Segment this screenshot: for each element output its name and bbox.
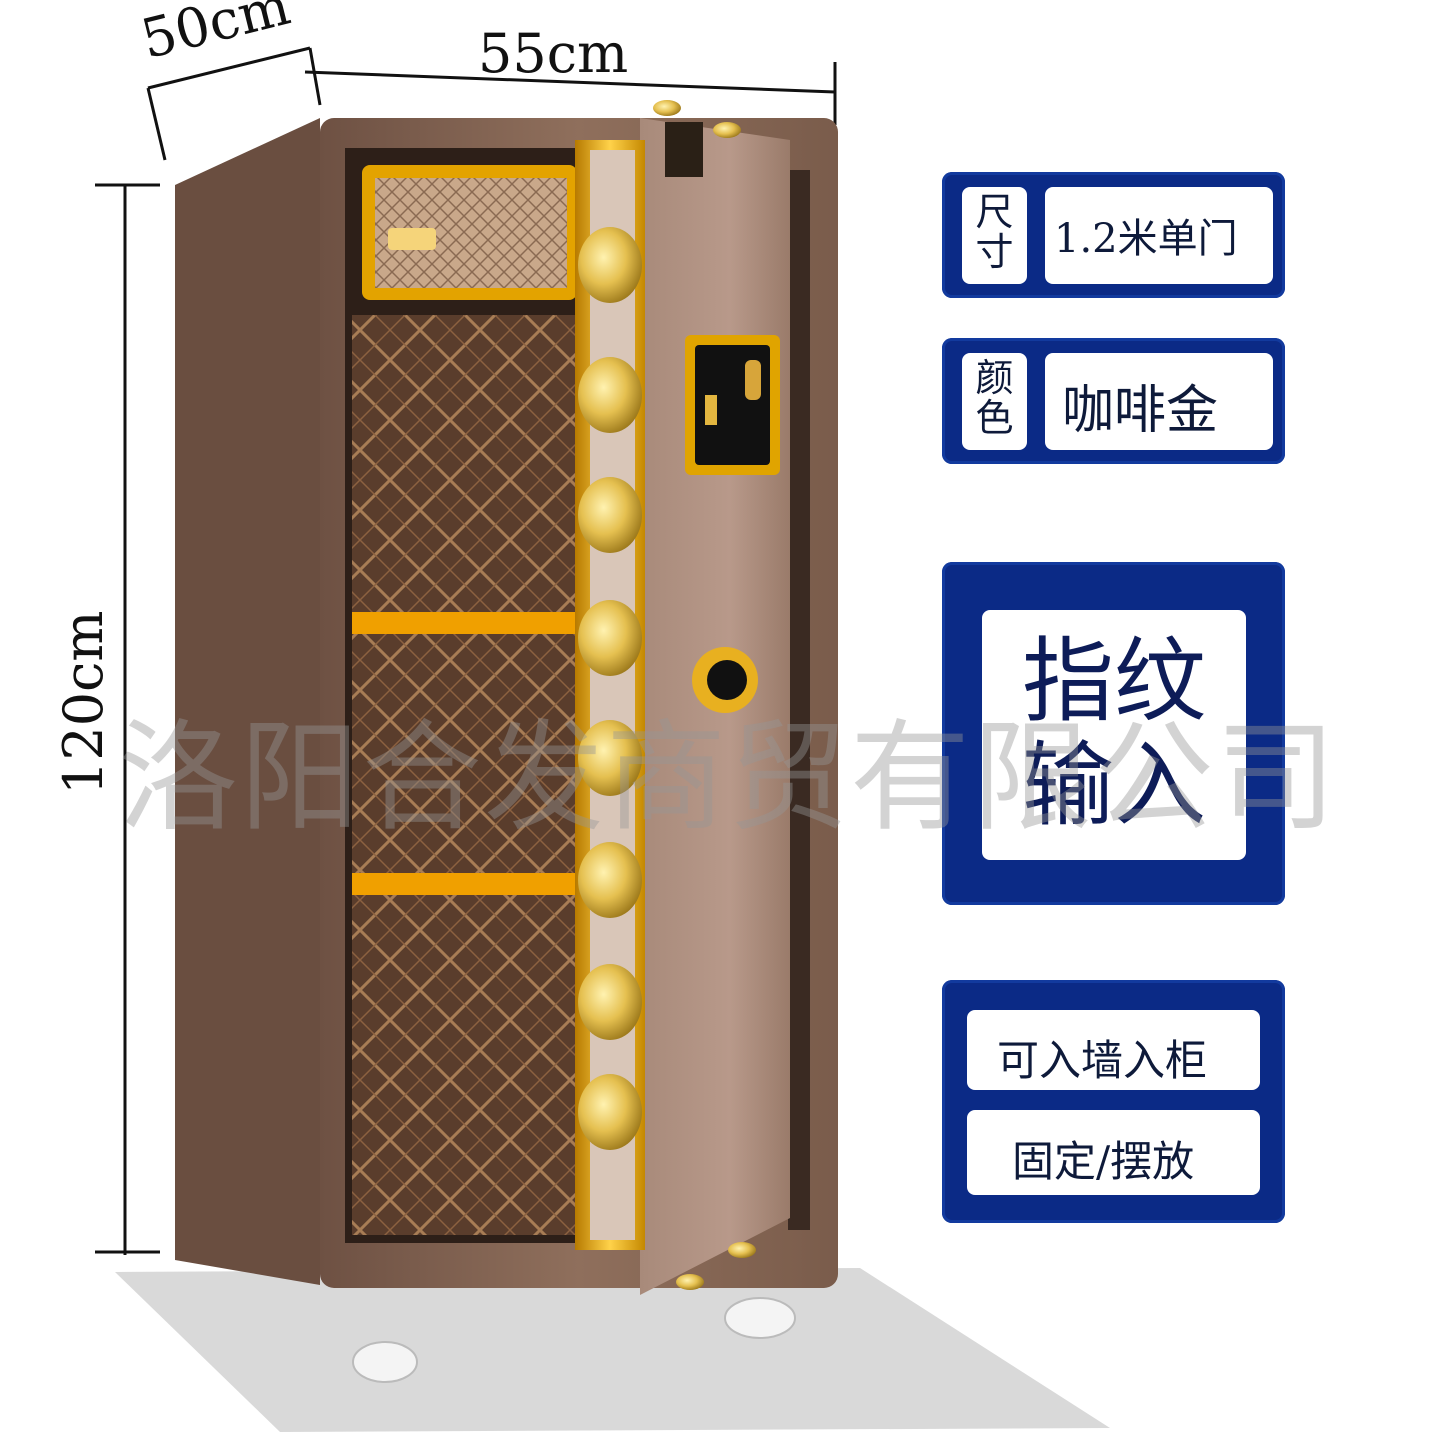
spec-color-value-box [1045, 353, 1273, 450]
feature-box [982, 610, 1246, 860]
dimension-lines [95, 46, 837, 1255]
install-option-2: 固定/摆放 [1012, 1137, 1195, 1186]
bolt [578, 357, 642, 433]
spec-color-label-box [962, 353, 1027, 450]
foot-left [352, 1341, 418, 1383]
shelf-2 [352, 873, 584, 895]
interior-lining [352, 315, 580, 1235]
install-panel: 可入墙入柜 固定/摆放 [942, 980, 1285, 1223]
bolt [578, 842, 642, 918]
bolt [578, 477, 642, 553]
dial-center [707, 660, 747, 700]
shelf-1 [352, 612, 584, 634]
feature-label: 指纹输入 [1021, 628, 1206, 839]
drawer-lock [388, 228, 436, 250]
hinge-bottom-1 [728, 1242, 756, 1258]
safe-side [175, 118, 320, 1285]
hinge-bottom-2 [676, 1274, 704, 1290]
dimension-height-label: 120cm [52, 610, 115, 795]
keypad-display [705, 395, 717, 425]
bolt [578, 720, 642, 796]
bolt [578, 600, 642, 676]
spec-size-panel: 尺寸 1.2米单门 [942, 172, 1285, 298]
dimension-width-label: 55cm [478, 22, 629, 85]
door-edge-inner [590, 150, 635, 1240]
install-option-box-2 [967, 1110, 1260, 1195]
floor-shadow [115, 1268, 1110, 1432]
fingerprint-sensor-icon [745, 360, 761, 400]
bolt [578, 964, 642, 1040]
bolt [578, 227, 642, 303]
spec-size-label-box [962, 187, 1027, 284]
hinge-top-2 [713, 122, 741, 138]
company-watermark: 洛阳合发商贸有限公司 [118, 709, 1338, 848]
door-frame [788, 170, 810, 1230]
brand-plate [665, 122, 703, 177]
feature-panel: 指纹输入 [942, 562, 1285, 905]
door-bolts [578, 227, 642, 1150]
spec-color-value: 咖啡金 [1062, 381, 1219, 441]
install-option-box-1 [967, 1010, 1260, 1090]
hinge-top-1 [653, 100, 681, 116]
install-option-1: 可入墙入柜 [997, 1036, 1208, 1085]
spec-size-value: 1.2米单门 [1054, 216, 1238, 262]
bolt [578, 1074, 642, 1150]
foot-right [724, 1297, 796, 1339]
spec-color-label: 颜色 [975, 356, 1014, 440]
spec-color-panel: 颜色 咖啡金 [942, 338, 1285, 464]
spec-size-label: 尺寸 [975, 190, 1014, 274]
spec-size-value-box [1045, 187, 1273, 284]
